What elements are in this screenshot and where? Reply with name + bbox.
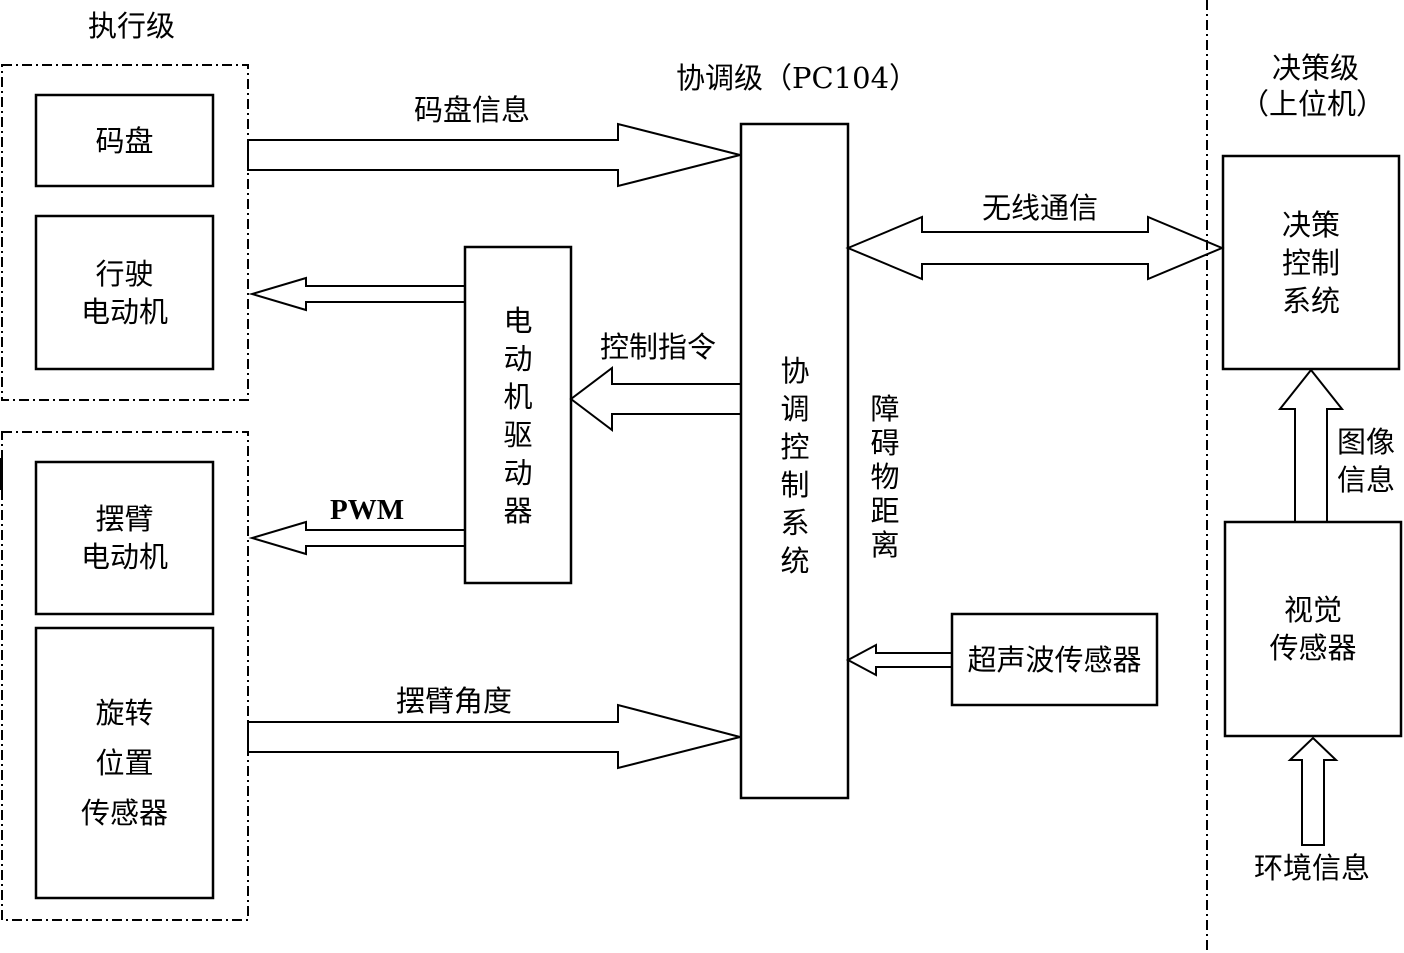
image-info-label-line2: 信息 [1337, 463, 1396, 497]
vision-sensor-label: 视觉 传感器 [1269, 593, 1357, 665]
swing-angle-label: 摆臂角度 [396, 684, 513, 718]
swing-angle-arrow [247, 703, 741, 770]
decision-control-label: 决策 控制 系统 [1281, 207, 1340, 318]
motor-driver-box [463, 245, 573, 585]
decision-level-label-line2: （上位机） [1240, 87, 1386, 121]
drive-motor-box [34, 214, 215, 371]
swing-motor-box [34, 460, 215, 616]
environment-info-arrow [1287, 736, 1339, 846]
encoder-box [34, 93, 215, 188]
coord-control-label: 协调控制系统 [780, 354, 810, 578]
execution-group-upper-frame [1, 64, 249, 401]
image-info-label-line1: 图像 [1337, 425, 1396, 459]
decision-level-label-line1: 决策级 [1272, 51, 1360, 85]
execution-group-lower-frame [1, 431, 249, 921]
rotary-sensor-label: 旋转 位置 传感器 [80, 696, 168, 830]
pwm-arrow [248, 520, 466, 556]
obstacle-distance-arrow [845, 643, 953, 677]
image-info-arrow [1277, 368, 1345, 523]
encoder-info-arrow [247, 122, 741, 188]
drive-motor-label: 行驶 电动机 [80, 256, 168, 329]
pwm-label: PWM [330, 494, 405, 526]
control-cmd-label: 控制指令 [600, 330, 717, 364]
drive-motor-arrow [248, 276, 466, 312]
motor-driver-label: 电动机驱动器 [503, 304, 533, 528]
swing-motor-label: 摆臂 电动机 [80, 502, 168, 574]
wireless-label: 无线通信 [982, 191, 1099, 225]
ultrasonic-label: 超声波传感器 [967, 642, 1142, 677]
encoder-info-label: 码盘信息 [414, 93, 531, 127]
edge-mark [0, 458, 3, 490]
wireless-arrow [845, 215, 1225, 281]
rotary-sensor-box [34, 626, 215, 900]
obstacle-distance-label: 障碍物距离 [870, 392, 900, 562]
control-cmd-arrow [569, 365, 742, 433]
coordination-level-label: 协调级（PC104） [676, 61, 919, 95]
coord-control-box [739, 122, 850, 800]
encoder-label: 码盘 [95, 123, 154, 158]
execution-level-label: 执行级 [88, 9, 176, 43]
environment-info-label: 环境信息 [1254, 851, 1371, 885]
